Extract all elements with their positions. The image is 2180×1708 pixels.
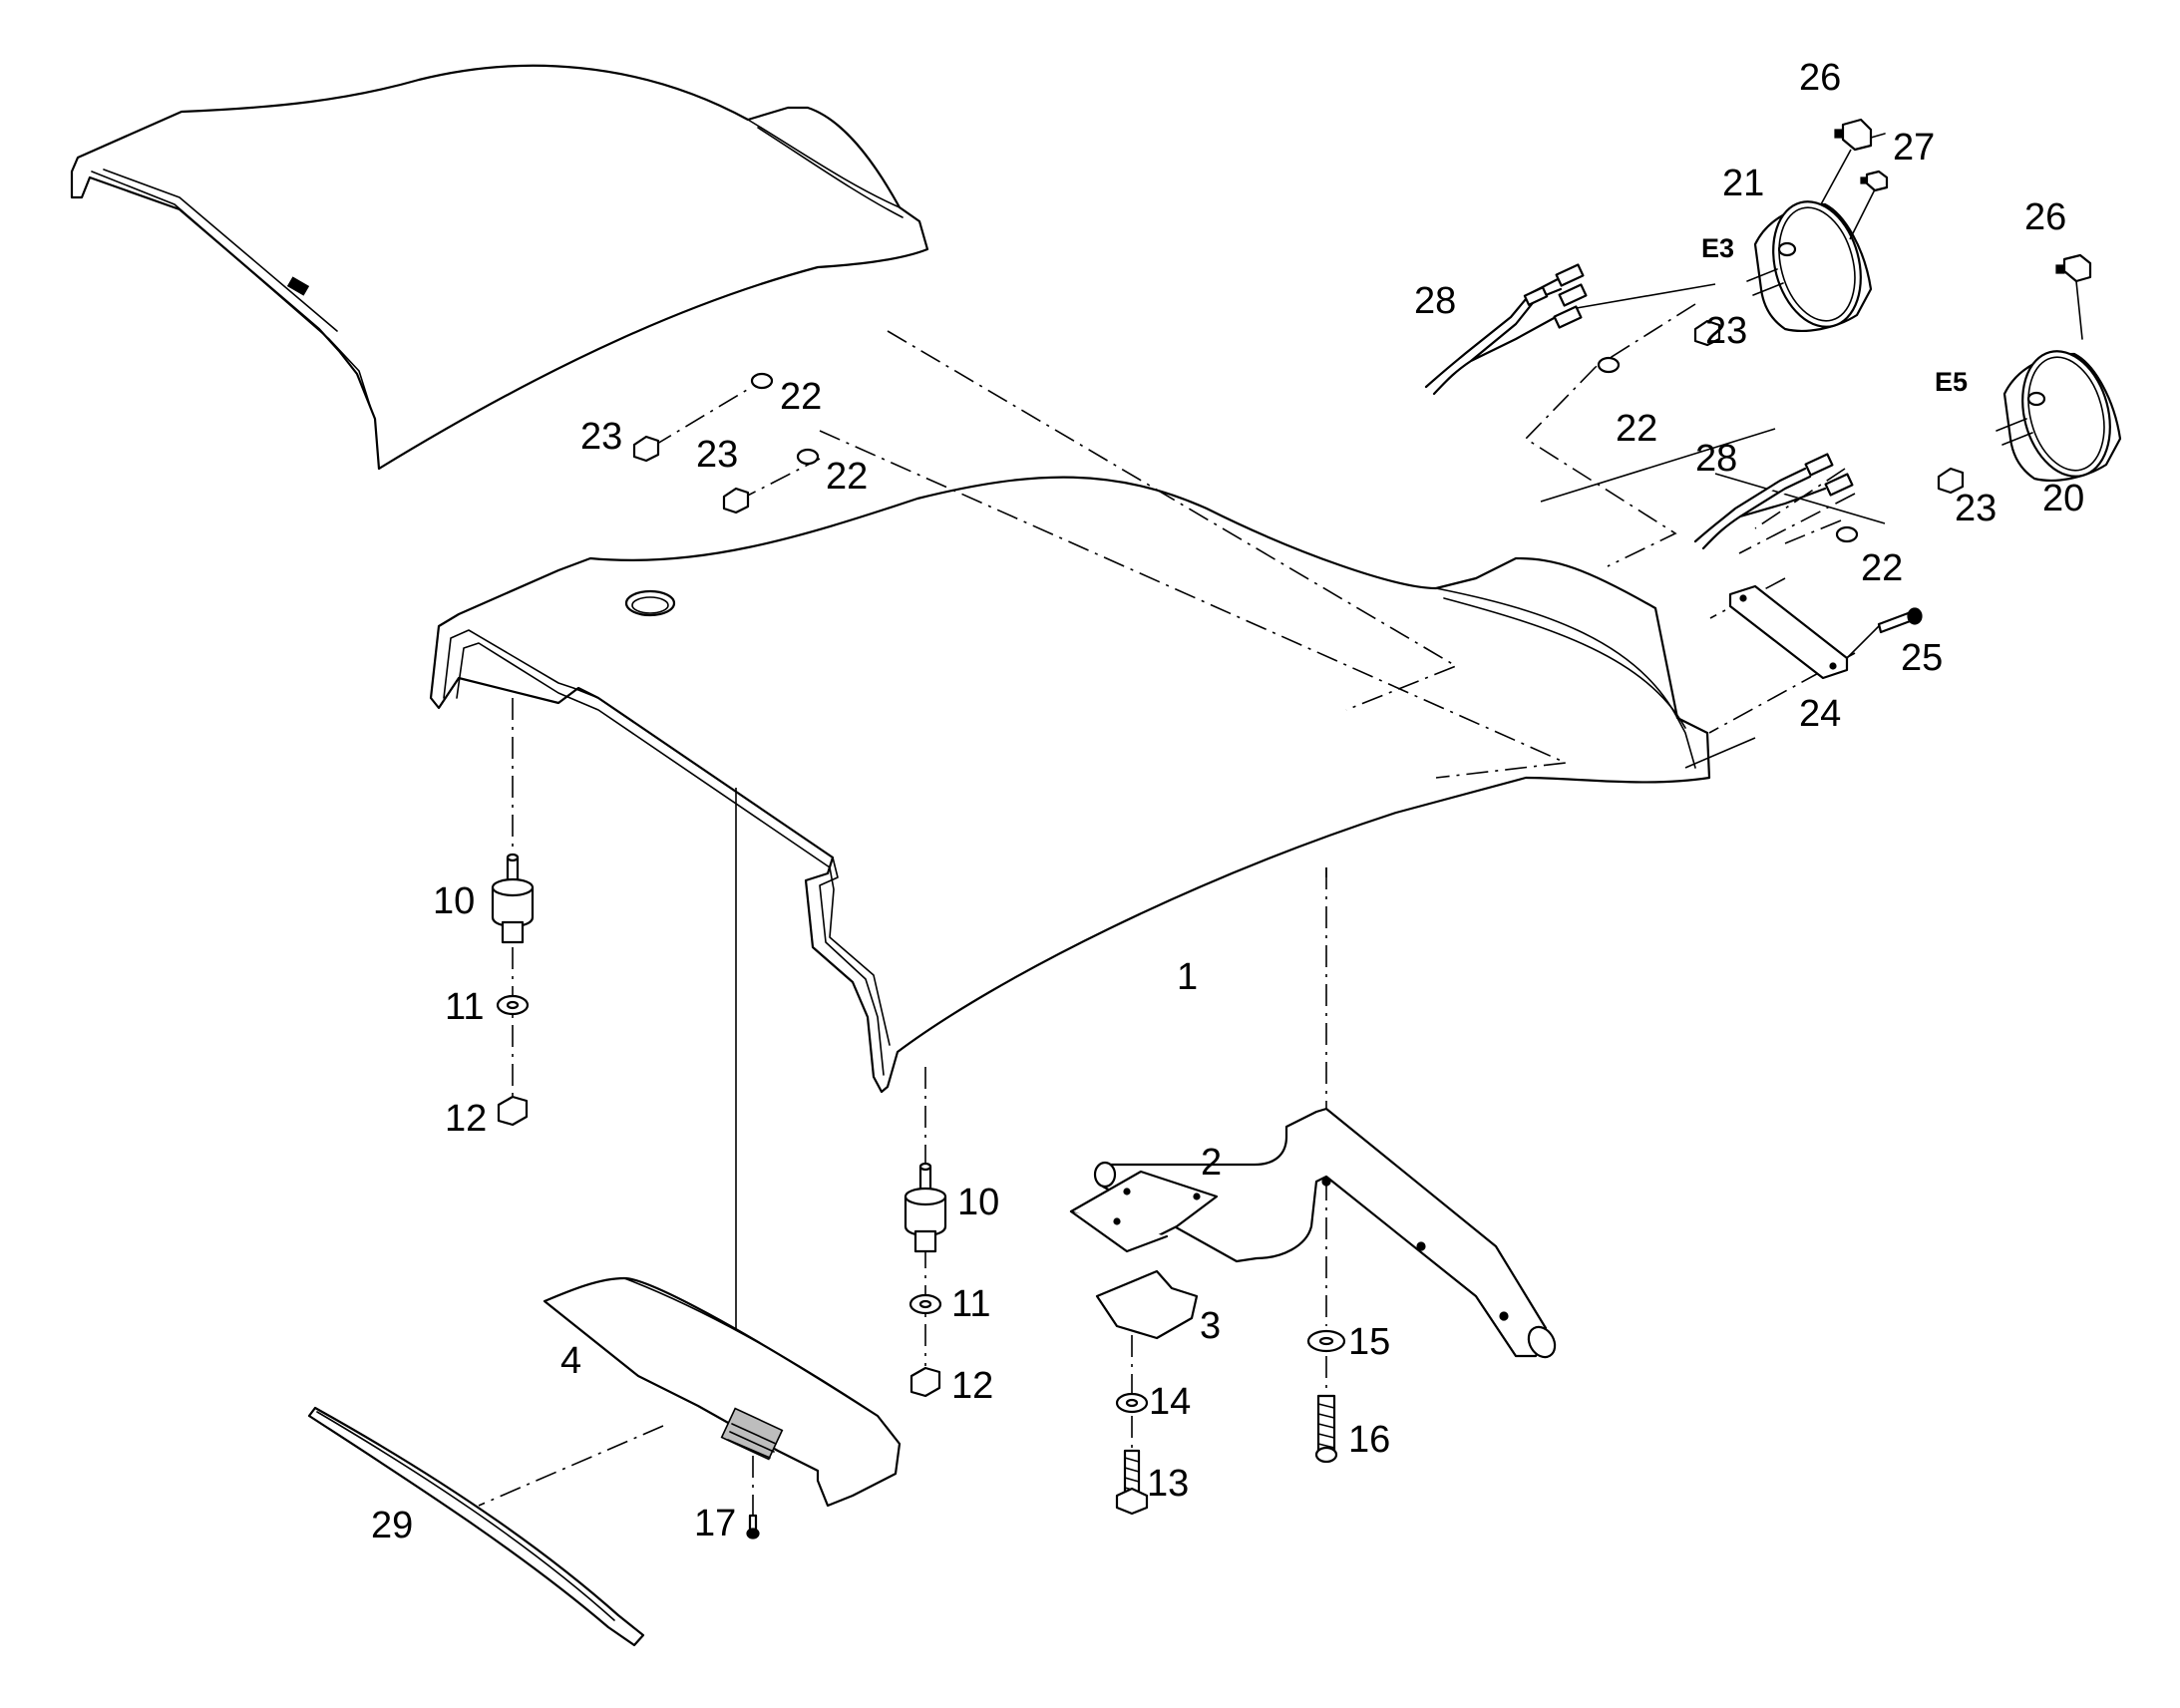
- rubber-mount-10-center: [904, 1162, 947, 1253]
- callout-20: 20: [2042, 478, 2084, 519]
- callout-23-d: 23: [1955, 488, 1997, 529]
- callout-12-center: 12: [951, 1365, 993, 1407]
- screw-25: [1846, 607, 1923, 659]
- nut-23-b: [722, 487, 750, 514]
- washer-22-a: [750, 372, 774, 390]
- nut-23-a: [632, 435, 660, 463]
- nut-23-c: [1693, 319, 1721, 347]
- callout-22-a: 22: [780, 376, 822, 418]
- bulb-27: [1860, 170, 1889, 192]
- wiring-harness-lower: [1693, 453, 1854, 550]
- callout-26-lower: 26: [2024, 196, 2066, 238]
- callout-23-a: 23: [580, 416, 622, 458]
- callout-11-left: 11: [445, 986, 484, 1028]
- callout-21: 21: [1722, 163, 1764, 204]
- callout-11-center: 11: [951, 1283, 990, 1325]
- washer-22-c: [1597, 356, 1621, 374]
- callout-22-b: 22: [826, 456, 868, 498]
- callout-4: 4: [560, 1340, 581, 1382]
- callout-13: 13: [1147, 1463, 1189, 1505]
- callout-23-c: 23: [1705, 310, 1747, 352]
- washer-22-d: [1835, 525, 1859, 543]
- gauge-21: [1746, 200, 1873, 332]
- callout-22-d: 22: [1861, 547, 1903, 589]
- callout-24: 24: [1799, 693, 1841, 735]
- callout-22-c: 22: [1616, 408, 1657, 450]
- wiring-harness-upper: [1424, 263, 1588, 396]
- nut-23-d: [1937, 467, 1965, 495]
- callout-27: 27: [1893, 127, 1935, 169]
- shim-plate-3: [1095, 1269, 1199, 1340]
- edge-strip-29: [307, 1406, 645, 1647]
- callout-2: 2: [1201, 1142, 1222, 1184]
- callout-14: 14: [1149, 1381, 1191, 1423]
- callout-28-upper: 28: [1414, 280, 1456, 322]
- rivet-17: [746, 1514, 760, 1539]
- callout-29: 29: [371, 1505, 413, 1546]
- pad-4: [543, 1276, 902, 1508]
- callout-16: 16: [1348, 1419, 1390, 1461]
- callout-1: 1: [1177, 956, 1198, 998]
- bolt-13: [1115, 1449, 1149, 1516]
- callout-15: 15: [1348, 1321, 1390, 1363]
- callout-17: 17: [694, 1503, 736, 1544]
- rubber-mount-10-left: [491, 853, 535, 944]
- callout-10-center: 10: [957, 1182, 999, 1223]
- connector-tag-e3: E3: [1701, 233, 1734, 263]
- nut-12-center: [909, 1366, 941, 1398]
- callout-25: 25: [1901, 637, 1943, 679]
- callout-28-lower: 28: [1695, 438, 1737, 480]
- callout-10-left: 10: [433, 880, 475, 922]
- cover-panel-reference-view: [70, 64, 929, 471]
- callout-3: 3: [1200, 1305, 1221, 1347]
- callout-26-upper: 26: [1799, 57, 1841, 99]
- callout-12-left: 12: [445, 1098, 487, 1140]
- callout-labels: 1 2 3 4 10 10 11 11 12 12 13 14 15 16 17…: [371, 57, 2084, 1546]
- gauge-20: [1996, 350, 2122, 482]
- callout-23-b: 23: [696, 434, 738, 476]
- bulb-26-upper: [1834, 118, 1886, 152]
- cover-panel: [429, 476, 1711, 1094]
- washer-22-b: [796, 448, 820, 466]
- support-tube-2: [1069, 1107, 1557, 1359]
- mounting-plate-24: [1728, 584, 1849, 680]
- bulb-26-lower: [2055, 253, 2092, 340]
- connector-tag-e5: E5: [1935, 367, 1968, 397]
- nut-12-left: [497, 1095, 529, 1127]
- bolt-16: [1314, 1394, 1338, 1464]
